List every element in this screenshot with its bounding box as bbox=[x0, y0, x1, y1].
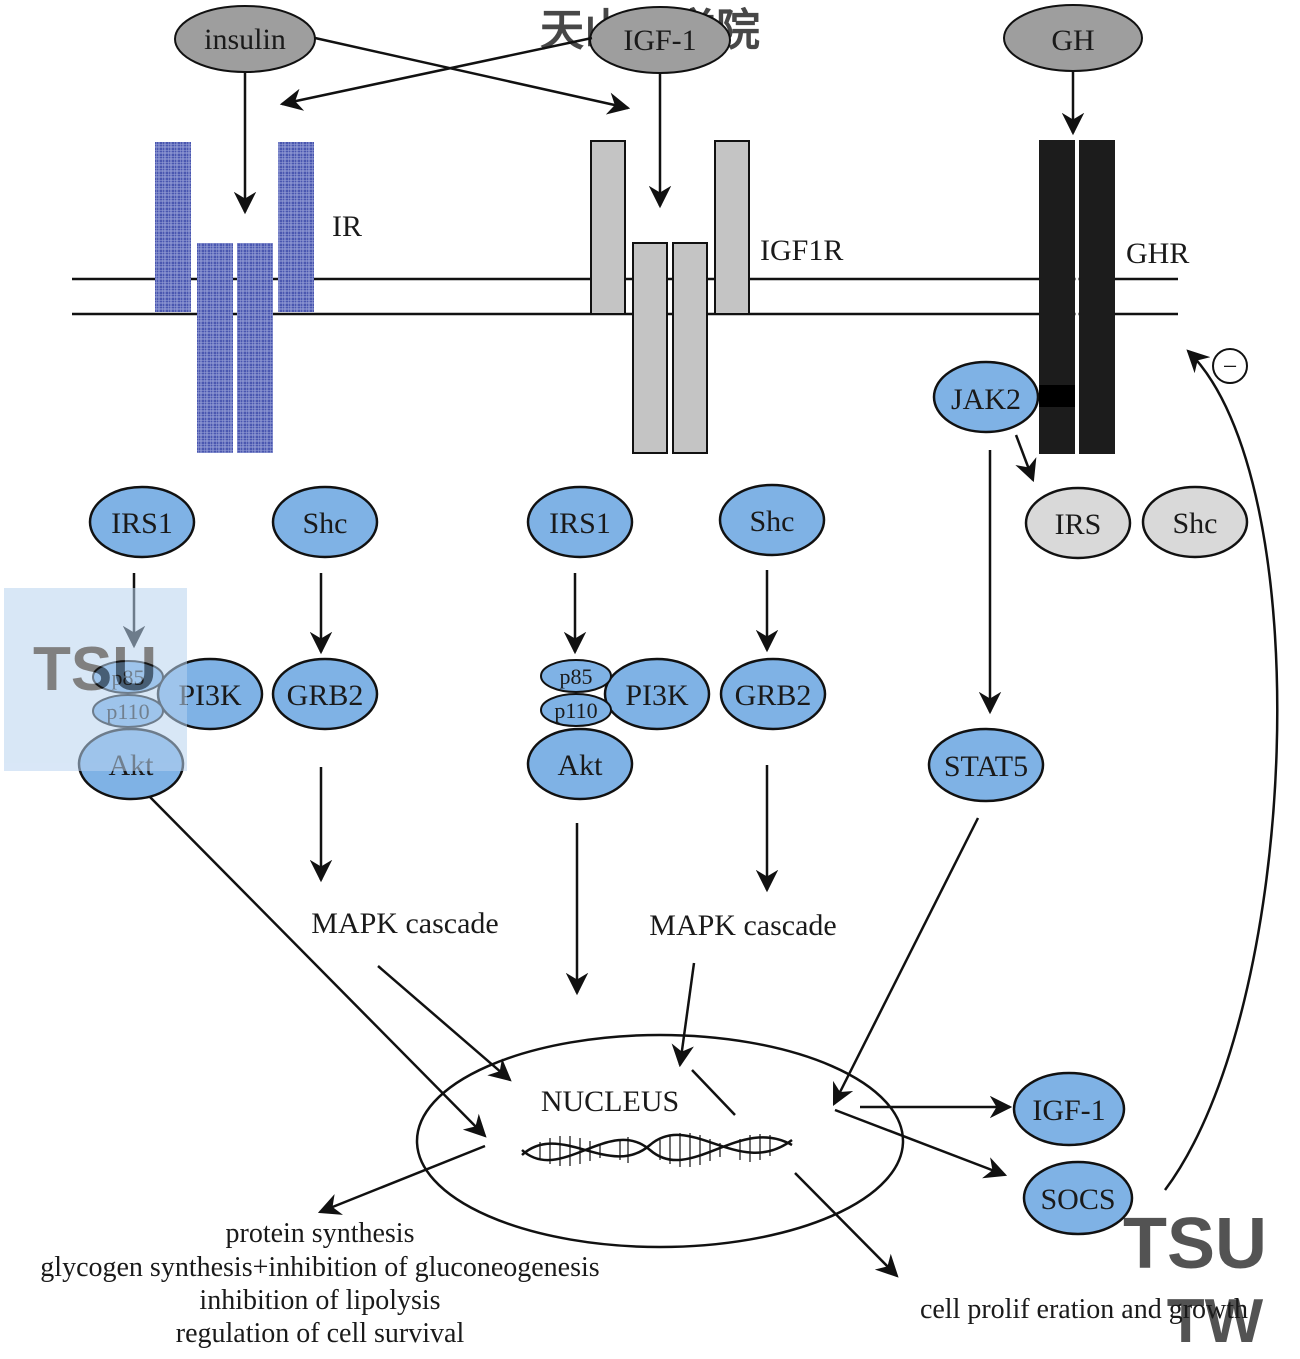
label-mapk-cascade-b: MAPK cascade bbox=[649, 909, 836, 942]
svg-text:glycogen synthesis+inhibition: glycogen synthesis+inhibition of glucone… bbox=[40, 1252, 599, 1283]
svg-text:STAT5: STAT5 bbox=[944, 750, 1028, 783]
node-socs: SOCS bbox=[1022, 1160, 1134, 1236]
node-irs1-a: IRS1 bbox=[88, 485, 196, 559]
svg-text:GRB2: GRB2 bbox=[735, 679, 812, 712]
node-shc-a: Shc bbox=[271, 485, 379, 559]
svg-text:JAK2: JAK2 bbox=[951, 383, 1021, 416]
igf1-receptor bbox=[590, 140, 750, 454]
svg-text:IGF-1: IGF-1 bbox=[623, 24, 696, 57]
node-pi3k-a: PI3K bbox=[178, 679, 242, 712]
svg-text:IRS1: IRS1 bbox=[549, 507, 611, 540]
watermark-right: TSU TW bbox=[1123, 1204, 1267, 1356]
node-akt-b: Akt bbox=[558, 749, 604, 782]
nucleus: NUCLEUS bbox=[415, 1033, 905, 1249]
growth-output: cell prolif eration and growth bbox=[920, 1294, 1248, 1325]
svg-text:Shc: Shc bbox=[1173, 507, 1218, 540]
node-p85-b: p85 bbox=[560, 664, 593, 689]
label-igf1r: IGF1R bbox=[760, 234, 843, 267]
svg-text:regulation of cell survival: regulation of cell survival bbox=[176, 1318, 465, 1349]
svg-text:−: − bbox=[1223, 352, 1238, 381]
node-stat5: STAT5 bbox=[927, 727, 1045, 803]
pi3k-complex-b: PI3K Akt p85 p110 bbox=[526, 657, 711, 801]
node-irs1-b: IRS1 bbox=[526, 485, 634, 559]
watermark-left: TSU bbox=[4, 588, 187, 771]
feedback-inhibition-sign: − bbox=[1212, 348, 1248, 384]
svg-text:inhibition of lipolysis: inhibition of lipolysis bbox=[199, 1285, 440, 1316]
dna-helix-icon bbox=[521, 1133, 793, 1167]
label-ghr: GHR bbox=[1126, 237, 1189, 270]
svg-text:protein synthesis: protein synthesis bbox=[226, 1218, 415, 1249]
ligand-igf1: IGF-1 bbox=[589, 6, 731, 74]
label-mapk-cascade-a: MAPK cascade bbox=[311, 907, 498, 940]
node-shc-c: Shc bbox=[1141, 485, 1249, 559]
svg-text:Shc: Shc bbox=[750, 505, 795, 538]
node-p110-b: p110 bbox=[554, 698, 597, 723]
node-igf1-output: IGF-1 bbox=[1012, 1071, 1126, 1147]
node-grb2-a: GRB2 bbox=[271, 657, 379, 731]
svg-text:Shc: Shc bbox=[303, 507, 348, 540]
node-pi3k-b: PI3K bbox=[625, 679, 689, 712]
node-grb2-b: GRB2 bbox=[719, 657, 827, 731]
node-shc-b: Shc bbox=[718, 483, 826, 557]
svg-text:IGF-1: IGF-1 bbox=[1032, 1094, 1105, 1127]
label-nucleus: NUCLEUS bbox=[541, 1085, 679, 1118]
svg-text:insulin: insulin bbox=[204, 23, 286, 56]
svg-text:TW: TW bbox=[1167, 1287, 1264, 1356]
node-irs-c: IRS bbox=[1024, 486, 1132, 560]
svg-text:IRS1: IRS1 bbox=[111, 507, 173, 540]
svg-text:TSU: TSU bbox=[33, 635, 157, 704]
insulin-receptor: IR bbox=[155, 142, 362, 453]
ligand-gh: GH bbox=[1003, 4, 1143, 72]
label-ir: IR bbox=[332, 210, 362, 243]
svg-text:GH: GH bbox=[1051, 24, 1094, 57]
svg-text:GRB2: GRB2 bbox=[287, 679, 364, 712]
ligand-insulin: insulin bbox=[174, 5, 316, 73]
svg-text:TSU: TSU bbox=[1123, 1204, 1267, 1284]
node-jak2: JAK2 bbox=[932, 360, 1040, 434]
ligand-arrows bbox=[233, 36, 1085, 215]
svg-text:SOCS: SOCS bbox=[1040, 1183, 1115, 1216]
svg-text:IRS: IRS bbox=[1055, 508, 1102, 541]
metabolic-outputs: protein synthesis glycogen synthesis+inh… bbox=[40, 1218, 599, 1349]
